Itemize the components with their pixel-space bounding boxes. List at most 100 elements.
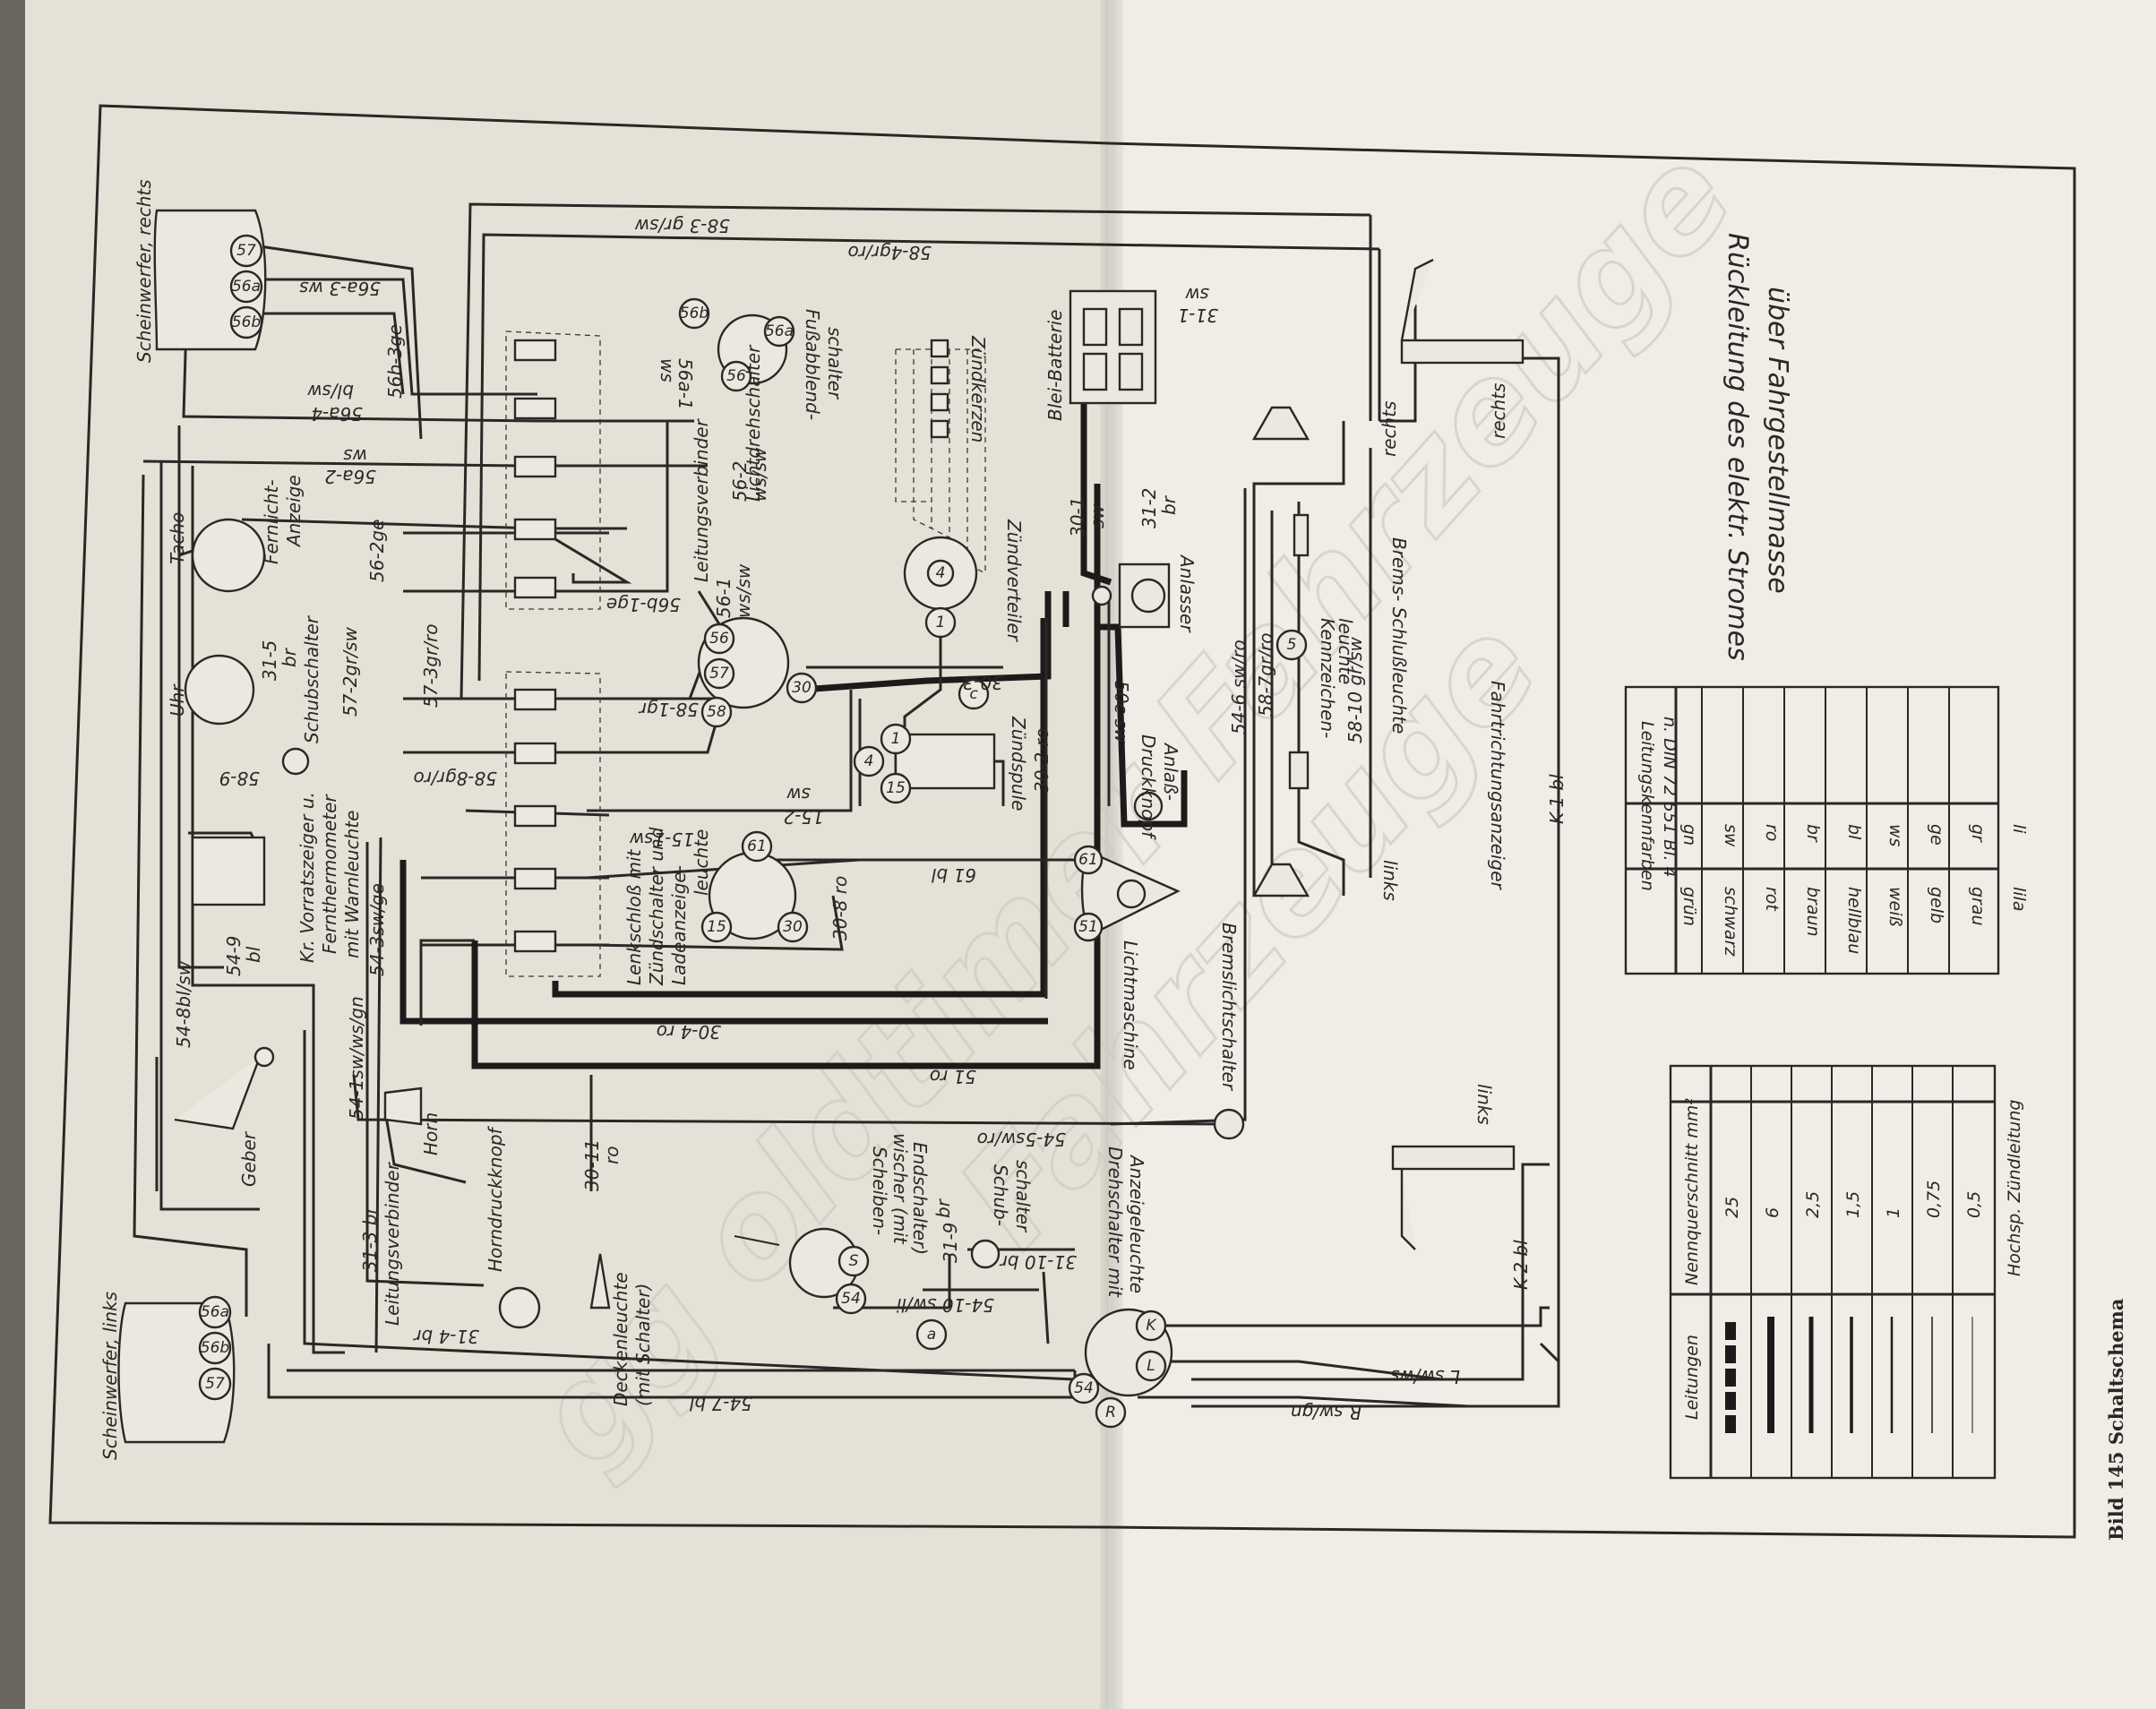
color-table-title-2: n. DIN 72 551 Bl. 4 (1660, 717, 1679, 878)
label-brems-schlussleuchte: Brems- Schlußleuchte (1388, 537, 1410, 734)
wire-label: 30-8 ro (829, 876, 851, 940)
zuendspule: 1 4 15 Zündspule c (853, 678, 1029, 811)
wire-label: K-2 bl (1510, 1240, 1532, 1290)
label-links-1: links (1379, 860, 1401, 901)
wire-label: 31-10 br (999, 1251, 1077, 1273)
color-name-cell: gelb (1927, 887, 1946, 923)
geber: Geber (174, 1046, 275, 1187)
wire-label: 57-3gr/ro (420, 623, 442, 708)
label-schubschalter-bottom-2: schalter (1012, 1160, 1034, 1233)
label-lenkschloss-3: Ladeanzeige- (668, 865, 690, 985)
color-code-cell: bl (1844, 824, 1864, 840)
wire-label: 31-2 (1138, 488, 1160, 528)
terminal-label: c (969, 685, 978, 703)
terminal-label: 61 (747, 837, 767, 855)
terminal-label: 56b (201, 1339, 229, 1357)
wire-label: L sw/ws (1390, 1366, 1460, 1387)
bremslichtschalter: Bremslichtschalter (1213, 923, 1245, 1140)
color-code-cell: sw (1721, 824, 1740, 847)
terminal-label: 58 (707, 703, 726, 721)
wire-label: 58-7gr/ro (1255, 632, 1276, 717)
color-code-cell: br (1803, 824, 1823, 843)
lichtmaschine: 61 51 Lichtmaschine (1073, 845, 1181, 1070)
wire-section-cell: 2,5 (1803, 1191, 1823, 1218)
terminal-a (915, 1318, 948, 1351)
terminal-label: S (849, 1252, 859, 1270)
terminal-label: 4 (936, 564, 946, 582)
connector-blocks (513, 339, 557, 953)
diagram-frame (48, 104, 2076, 1539)
label-fahrtrichtungsanzeiger: Fahrtrichtungsanzeiger (1487, 681, 1508, 891)
tacho: Tacho Fernlicht- Anzeige (167, 475, 305, 593)
brems-schlussleuchten: Brems- Schlußleuchte rechts links (1251, 401, 1410, 901)
terminal-label: 56 (726, 367, 746, 385)
color-name-cell: grün (1679, 887, 1699, 926)
terminal-label: 57 (205, 1375, 225, 1393)
terminal-label: K (1146, 1317, 1157, 1335)
wire-label: 30-4 ro (657, 1021, 721, 1043)
wire-label: 56a-4 (311, 403, 363, 425)
wire-label: R sw/gn (1291, 1402, 1361, 1423)
label-kennzeichenleuchte-1: Kennzeichen- (1317, 618, 1338, 738)
headlight-left: 57 56b 56a Scheinwerfer, links (99, 1292, 236, 1460)
wire-section-cell: 0,75 (1924, 1181, 1944, 1218)
label-fussabblendschalter: Fußabblend- (802, 309, 823, 420)
label-lenkschloss-4: leuchte (691, 829, 712, 896)
wire-label: 31-3 br (359, 1206, 381, 1272)
zuendverteiler: 4 1 Zündverteiler (903, 519, 1025, 643)
wire-section-cell: 1,5 (1843, 1191, 1863, 1218)
wire-label: 54-10 sw/li (896, 1294, 994, 1316)
wire-table-header-2: Nennquerschnitt mm² (1682, 1098, 1702, 1285)
wire-label: ws (657, 358, 678, 382)
label-rechts-2: rechts (1488, 383, 1509, 439)
wire-label: 31-4 br (413, 1326, 479, 1347)
wire-label: bl (243, 946, 264, 963)
wire-label: br (1158, 494, 1180, 515)
wire-label: 61 bl (931, 864, 976, 886)
terminal-label: 56a (232, 278, 261, 296)
anlasser: Anlasser (1091, 554, 1198, 633)
wire-table-header-1: Leitungen (1682, 1335, 1702, 1420)
color-name-cell: grau (1968, 887, 1988, 926)
wire-label: br (932, 1198, 954, 1218)
terminal-label: 1 (936, 614, 946, 631)
schubschalter-bottom: Schub- schalter (970, 1160, 1034, 1269)
label-kr-1: Kr. Vorratszeiger u. (296, 792, 318, 963)
color-code-cell: gr (1968, 824, 1988, 843)
label-zuendverteiler: Zündverteiler (1003, 519, 1025, 643)
lichtdrehschalter: 58 57 56 30 Lichtdrehschalter Leitungsve… (691, 344, 818, 728)
wire-label: 56b-3ge (384, 324, 406, 399)
horndruckknopf: Horndruckknopf (485, 1125, 541, 1329)
wire-label: 56-1 (713, 578, 734, 618)
wire-label: 15-1sw (629, 829, 694, 850)
right-page (1109, 0, 2156, 1709)
terminal-label: 56 (709, 630, 729, 648)
label-bremslichtschalter: Bremslichtschalter (1218, 923, 1240, 1092)
label-tacho: Tacho (167, 512, 188, 564)
scheibenwischer: S 54 Scheiben- wischer (mit Endschalter) (734, 1133, 931, 1315)
legend-heading-main: Rückleitung des elektr. Stromes (1722, 233, 1753, 661)
wire-label: 54-7 bl (690, 1393, 752, 1414)
terminal-57 (229, 234, 263, 268)
drehschalter: 54 L K R Drehschalter mit Anzeigeleuchte (1068, 1146, 1173, 1429)
label-horndruckknopf: Horndruckknopf (485, 1125, 506, 1272)
label-leitungsverbinder-top: Leitungsverbinder (691, 417, 712, 582)
legend-heading: Rückleitung des elektr. Stromes über Fah… (1722, 233, 1793, 661)
label-deckenleuchte-2: (mit Schalter) (632, 1284, 654, 1406)
label-scheinwerfer-rechts: Scheinwerfer, rechts (133, 179, 155, 363)
terminal-label: 57 (709, 665, 729, 683)
label-zuendspule: Zündspule (1008, 716, 1029, 811)
wire-label: 56a-1 (674, 358, 696, 410)
label-deckenleuchte-1: Deckenleuchte (610, 1272, 631, 1406)
terminal-label: 30 (783, 918, 803, 936)
color-name-cell: braun (1803, 887, 1823, 937)
color-name-cell: weiß (1885, 887, 1905, 927)
terminal-label: 15 (707, 918, 726, 936)
terminal-label: 4 (864, 752, 874, 770)
wire-section-cell: 0,5 (1964, 1191, 1984, 1218)
label-lenkschloss-2: Zündschalter und (646, 827, 667, 986)
wire-label: 56a-2 (324, 466, 376, 487)
label-lenkschloss-1: Lenkschloß mit (623, 848, 645, 985)
wire-label: bl/sw (307, 381, 354, 402)
